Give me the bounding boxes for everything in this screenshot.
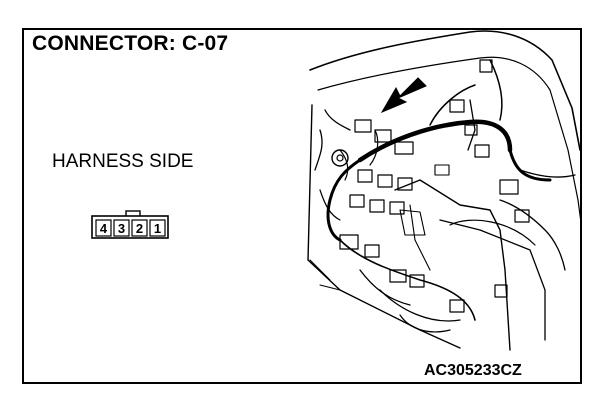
dashboard-upper-panel <box>317 56 551 91</box>
dashboard-top-edge <box>309 30 581 151</box>
connector-title: CONNECTOR: C-07 <box>32 32 229 55</box>
pin-label: 2 <box>136 221 143 236</box>
figure-code: AC305233CZ <box>424 362 522 379</box>
location-arrow-icon <box>380 77 427 114</box>
dashboard-right-edge <box>549 89 582 231</box>
pin-label: 3 <box>118 221 125 236</box>
diagram-frame <box>22 28 582 384</box>
center-console <box>394 179 511 351</box>
connector-face-diagram: 4 3 2 1 <box>91 210 169 239</box>
pin-label: 4 <box>100 221 108 236</box>
main-harness <box>357 119 513 163</box>
console-box <box>439 219 546 341</box>
dashboard-harness-illustration <box>307 30 582 351</box>
harness-side-label: HARNESS SIDE <box>52 151 194 172</box>
pin-label: 1 <box>154 221 161 236</box>
